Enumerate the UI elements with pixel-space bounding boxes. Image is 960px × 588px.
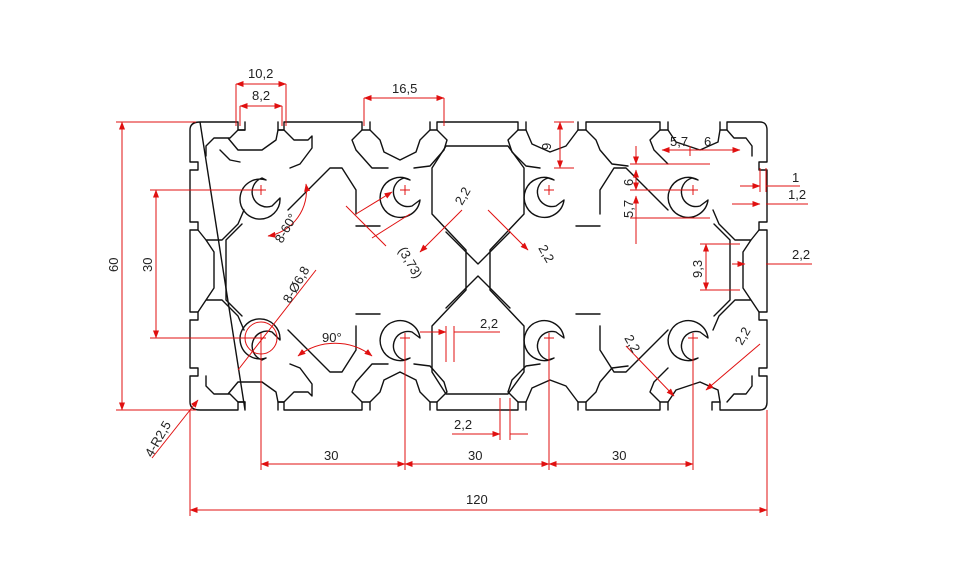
dim-2-2-right-mid: 2,2	[792, 247, 810, 262]
dimension-lines	[116, 81, 812, 516]
dim-2-2-diag-right: 2,2	[535, 242, 557, 265]
dim-slot-outer: 10,2	[248, 66, 273, 81]
dim-2-2-lower-right-b: 2,2	[732, 324, 754, 347]
dim-hole-8-d6-8: 8-Ø6,8	[280, 264, 313, 306]
dim-9-3: 9,3	[690, 260, 705, 278]
dim-height-60: 60	[106, 258, 121, 272]
dim-2-2-center: 2,2	[480, 316, 498, 331]
dim-5-7-top: 5,7	[670, 134, 688, 149]
dim-slot-inner: 8,2	[252, 88, 270, 103]
dim-angle-90: 90°	[322, 330, 342, 345]
dim-pitch-30-vertical: 30	[140, 258, 155, 272]
dimension-labels: 10,2 8,2 16,5 9 5,7 6 6 5,7 1 1,2 2,2 9,…	[106, 66, 810, 507]
dim-depth-9: 9	[539, 143, 554, 150]
dim-width-120: 120	[466, 492, 488, 507]
dim-slot-top-center: 16,5	[392, 81, 417, 96]
dim-2-2-diag-upper: 2,2	[452, 184, 474, 207]
dim-pitch-30-b: 30	[468, 448, 482, 463]
dim-pitch-30-c: 30	[612, 448, 626, 463]
dim-pitch-30-a: 30	[324, 448, 338, 463]
dim-corner-radius: 4-R2,5	[142, 418, 175, 459]
dim-5-7-side: 5,7	[621, 200, 636, 218]
dim-3-73: (3,73)	[395, 244, 425, 281]
dim-1: 1	[792, 170, 799, 185]
dim-6-side: 6	[621, 179, 636, 186]
dim-1-2: 1,2	[788, 187, 806, 202]
dim-6-top: 6	[704, 134, 711, 149]
profile-outline	[189, 121, 768, 411]
dim-angle-8-60: 8-60°	[272, 211, 301, 246]
dim-2-2-lower-right-a: 2,2	[621, 332, 643, 355]
outer-contour	[189, 121, 768, 411]
dim-2-2-bottom: 2,2	[454, 417, 472, 432]
